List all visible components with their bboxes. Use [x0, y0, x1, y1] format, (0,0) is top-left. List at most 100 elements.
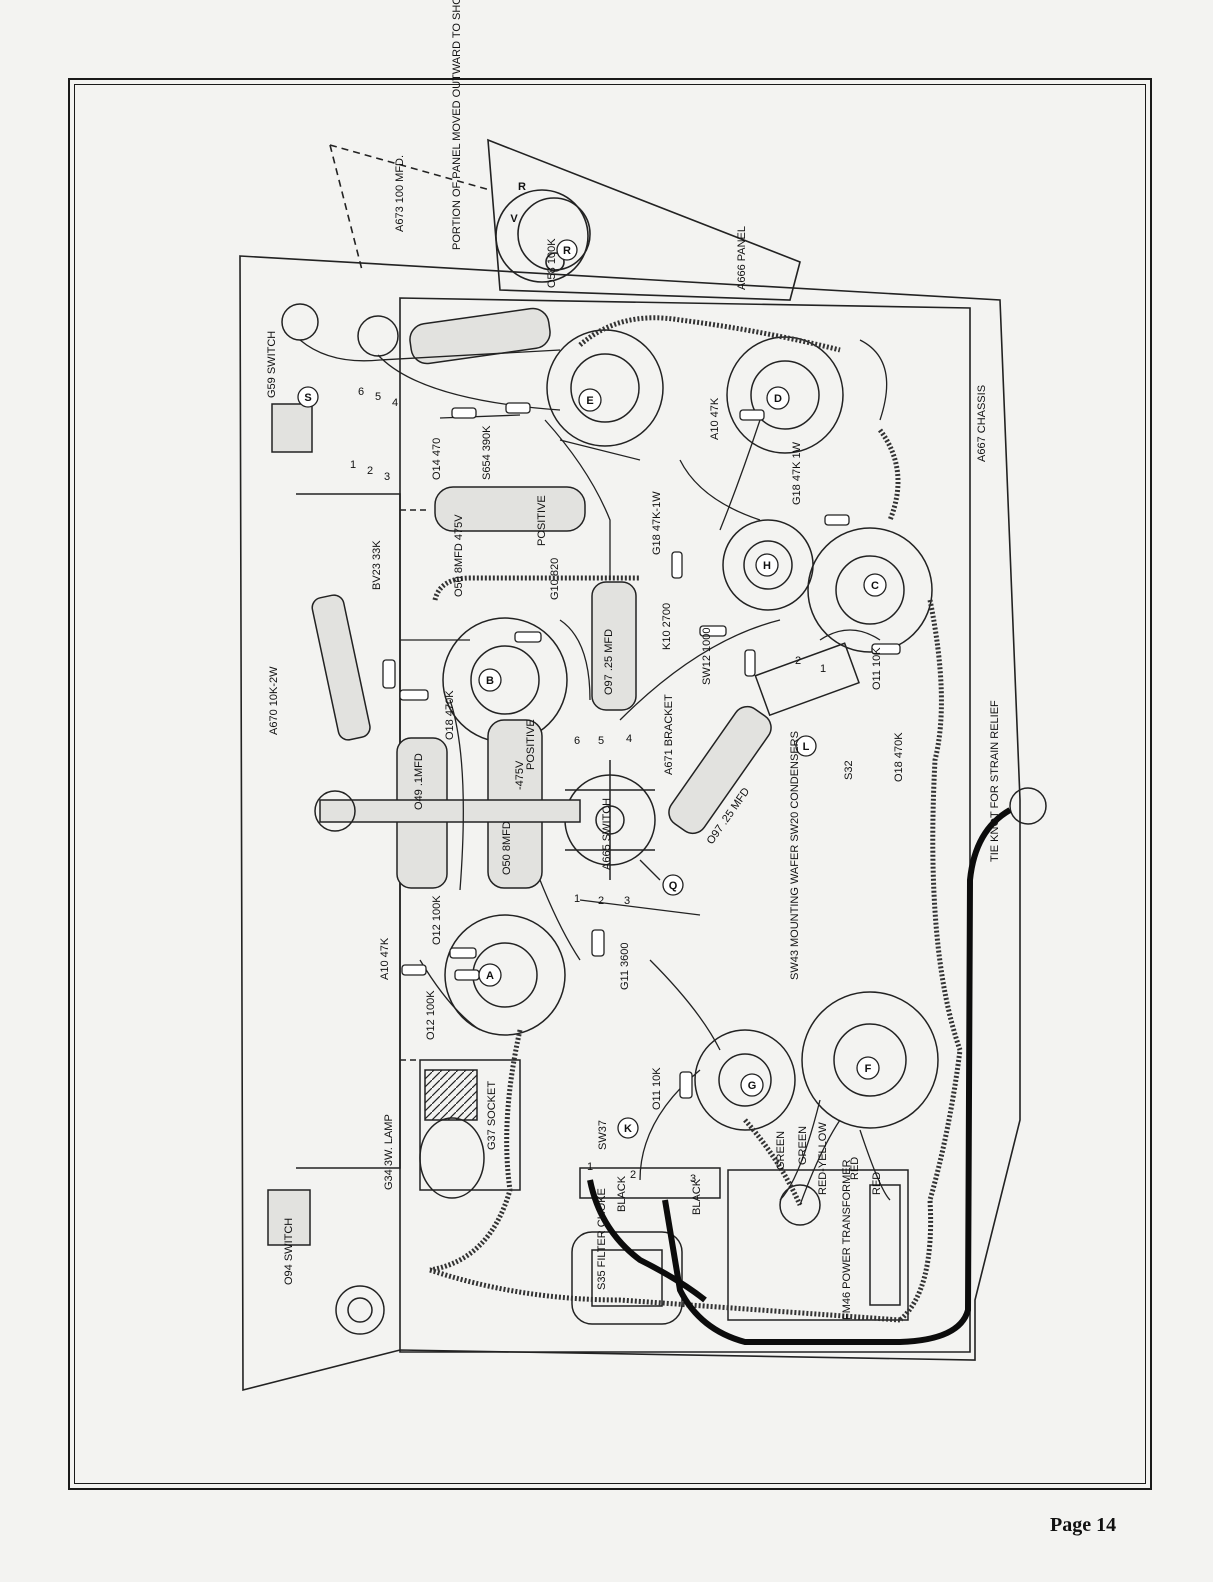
- label-o50-top: O50 8MFD 475V: [453, 514, 465, 597]
- marker-s: S: [304, 392, 311, 404]
- page-number: Page 14: [1050, 1514, 1117, 1536]
- wire-color-labels: GREEN GREEN RED-YELLOW RED RED BLACK BLA…: [616, 1122, 883, 1215]
- label-a667: A667 CHASSIS: [976, 385, 988, 462]
- label-o49: O49 .1MFD: [413, 753, 425, 810]
- outer-frame: [68, 78, 1152, 1490]
- tube-label-e: E: [586, 395, 593, 407]
- pin-3-a665: 3: [624, 895, 630, 907]
- pin-1-s32: 1: [820, 663, 826, 675]
- resistor-g18-b: [824, 514, 850, 526]
- switch-o94: [267, 1189, 311, 1246]
- resistor-o18-left: [399, 689, 429, 701]
- wire-red-2: RED: [871, 1172, 883, 1195]
- wire-black-1: BLACK: [616, 1175, 628, 1212]
- label-tie-knot: TIE KNOT FOR STRAIN RELIEF: [989, 700, 1001, 862]
- resistor-g18-a: [671, 551, 683, 579]
- wire-black-2: BLACK: [691, 1178, 703, 1215]
- label-sw43: SW43 MOUNTING WAFER SW20 CONDENSERS: [789, 731, 801, 980]
- power-transformer: [727, 1169, 909, 1321]
- resistor-k10: [699, 625, 727, 637]
- tube-socket-f: [801, 991, 939, 1129]
- tube-label-f: F: [865, 1063, 872, 1075]
- pin-4-a665: 4: [626, 733, 632, 745]
- tube-label-c: C: [871, 580, 879, 592]
- resistor-o12-top: [449, 947, 477, 959]
- label-panel-note: PORTION OF PANEL MOVED OUTWARD TO SHOW W…: [451, 0, 463, 250]
- tube-socket-a: [444, 914, 566, 1036]
- wire-green-2: GREEN: [797, 1126, 809, 1165]
- pin-3-g59: 3: [384, 471, 390, 483]
- label-g37: G37 SOCKET: [486, 1081, 498, 1150]
- resistor-bv23: [382, 659, 396, 689]
- resistor-a10-top: [739, 409, 765, 421]
- wire-green-1: GREEN: [775, 1131, 787, 1170]
- resistor-a670: [311, 594, 371, 741]
- marker-r: R: [518, 181, 526, 193]
- inner-frame: [74, 84, 1146, 1484]
- label-a673: A673 100 MFD.: [394, 155, 406, 232]
- label-fm46: FM46 POWER TRANSFORMER: [841, 1159, 853, 1320]
- label-g59: G59 SWITCH: [266, 331, 278, 398]
- label-o18-left: O18 470K: [444, 690, 456, 740]
- circled-markers: [297, 239, 817, 1139]
- tube-label-d: D: [774, 393, 782, 405]
- tube-label-g: G: [748, 1080, 757, 1092]
- label-o14: O14 470: [431, 438, 443, 480]
- capacitor-a673: [409, 307, 551, 365]
- lamp-socket-g37: [419, 1059, 521, 1199]
- pin-5-g59: 5: [375, 391, 381, 403]
- label-g18-a: G18 47K-1W: [651, 491, 663, 555]
- pin-6-g59: 6: [358, 386, 364, 398]
- label-o12-left: O12 100K: [425, 990, 437, 1040]
- switch-a665: [314, 760, 656, 880]
- resistor-s654: [505, 402, 531, 414]
- label-a666: A666 PANEL: [736, 226, 748, 290]
- label-g18-b: G18 47K 1W: [791, 441, 803, 505]
- resistor-o18-right: [871, 643, 901, 655]
- tube-label-b: B: [486, 675, 494, 687]
- label-neg-475: -475V: [514, 760, 526, 790]
- label-o18-right: O18 470K: [893, 732, 905, 782]
- switch-g59: [271, 403, 313, 453]
- pin-2-sw37: 2: [630, 1169, 636, 1181]
- label-s32: S32: [843, 760, 855, 780]
- capacitor-o97-top: [591, 581, 637, 711]
- resistor-sw12: [744, 649, 756, 677]
- label-a10-left: A10 47K: [379, 937, 391, 980]
- label-o97-top: O97 .25 MFD: [603, 629, 615, 695]
- marker-l: L: [803, 741, 810, 753]
- pin-2-s32: 2: [795, 655, 801, 667]
- tube-letters: [478, 386, 887, 1097]
- label-o50-mid: O50 8MFD: [501, 821, 513, 875]
- pin-1-g59: 1: [350, 459, 356, 471]
- label-o94: O94 SWITCH: [283, 1218, 295, 1285]
- terminal-strip-s32: [754, 642, 860, 717]
- label-k10: K10 2700: [661, 603, 673, 650]
- label-o11-top: O11 10K: [871, 647, 883, 690]
- label-sw12: SW12 1000: [701, 628, 713, 685]
- label-positive-top: POSITIVE: [536, 495, 548, 546]
- label-a10-top: A10 47K: [709, 397, 721, 440]
- marker-q: Q: [669, 880, 678, 892]
- tube-socket-e: [546, 329, 664, 447]
- resistor-o12-left: [454, 969, 480, 981]
- resistor-o14: [451, 407, 477, 419]
- pin-4-g59: 4: [392, 397, 398, 409]
- label-bv23: BV23 33K: [371, 540, 383, 590]
- tube-label-h: H: [763, 560, 771, 572]
- label-g34: G34 3W. LAMP: [383, 1114, 395, 1190]
- pin-3-sw37: 3: [690, 1173, 696, 1185]
- tube-sockets: [442, 329, 939, 1131]
- label-g10: G10 820: [549, 558, 561, 600]
- label-o12-top: O12 100K: [431, 895, 443, 945]
- wire-harness: [429, 315, 963, 1323]
- tube-socket-g: [694, 1029, 796, 1131]
- label-g11: G11 3600: [619, 942, 631, 990]
- pin-6-a665: 6: [574, 735, 580, 747]
- power-cord: [587, 807, 1012, 1345]
- terminal-strip-sw37: [579, 1167, 721, 1199]
- pin-2-a665: 2: [598, 895, 604, 907]
- label-s35: S35 FILTER CHOKE: [596, 1188, 608, 1290]
- pin-1-sw37: 1: [587, 1161, 593, 1173]
